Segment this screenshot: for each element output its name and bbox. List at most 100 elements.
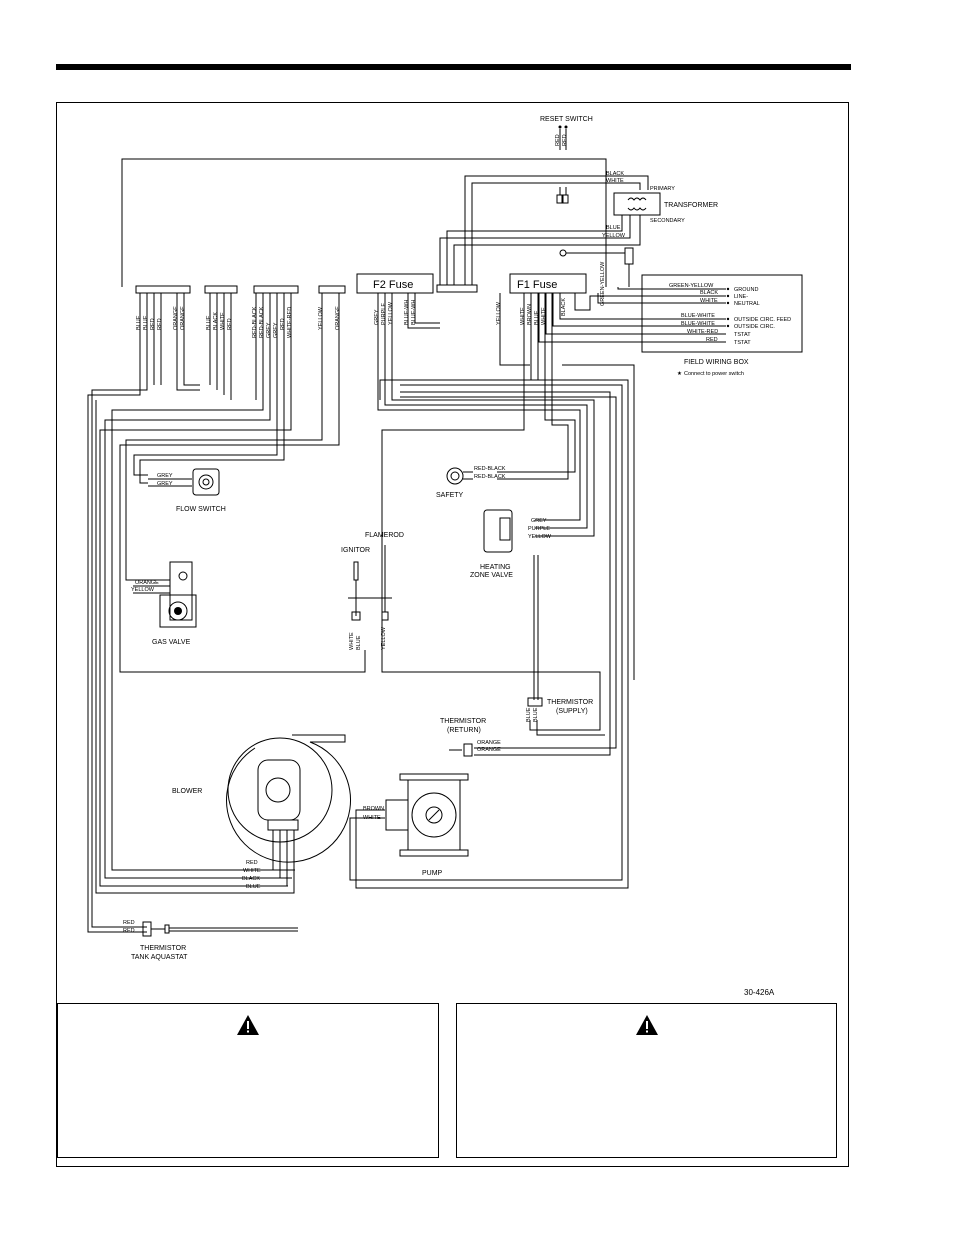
svg-text:WHITE: WHITE xyxy=(363,815,381,821)
svg-text:WHITE-RED: WHITE-RED xyxy=(287,307,293,338)
svg-text:RED: RED xyxy=(157,318,163,330)
svg-text:RED: RED xyxy=(706,337,718,343)
connector-4: YELLOW ORANGE xyxy=(318,285,346,330)
svg-text:THERMISTOR: THERMISTOR xyxy=(547,699,593,706)
svg-text:BLUE: BLUE xyxy=(246,884,261,890)
svg-text:ORANGE: ORANGE xyxy=(135,580,159,586)
svg-text:BLUE-WHITE: BLUE-WHITE xyxy=(681,313,715,319)
svg-text:ORANGE: ORANGE xyxy=(477,747,501,753)
svg-text:WHITE: WHITE xyxy=(700,298,718,304)
svg-text:TSTAT: TSTAT xyxy=(734,340,751,346)
svg-text:PURPLE: PURPLE xyxy=(528,526,550,532)
warning-box-right xyxy=(456,1003,837,1158)
svg-text:RED: RED xyxy=(150,318,156,330)
svg-text:THERMISTOR: THERMISTOR xyxy=(440,718,486,725)
svg-text:BLUE: BLUE xyxy=(206,315,212,330)
svg-text:OUTSIDE CIRC. FEED: OUTSIDE CIRC. FEED xyxy=(734,317,791,323)
transformer-connector xyxy=(436,284,478,293)
svg-text:WHITE: WHITE xyxy=(520,307,526,325)
svg-text:GREY: GREY xyxy=(266,322,272,338)
svg-text:RED: RED xyxy=(280,318,286,330)
svg-text:ORANGE: ORANGE xyxy=(173,306,179,330)
svg-text:ORANGE: ORANGE xyxy=(335,306,341,330)
svg-text:RESET SWITCH: RESET SWITCH xyxy=(540,116,593,123)
svg-text:ORANGE: ORANGE xyxy=(180,306,186,330)
svg-text:PURPLE: PURPLE xyxy=(381,303,387,325)
field-wiring-box: GREEN-YELLOW GROUND BLACK LINE- WHITE NE… xyxy=(538,274,803,377)
svg-text:(SUPPLY): (SUPPLY) xyxy=(556,708,588,715)
svg-text:WHITE: WHITE xyxy=(220,312,226,330)
pump: BROWN WHITE PUMP xyxy=(363,773,469,877)
svg-text:YELLOW: YELLOW xyxy=(496,301,502,325)
svg-text:GROUND: GROUND xyxy=(734,287,758,293)
svg-text:GREY: GREY xyxy=(374,309,380,325)
svg-text:HEATING: HEATING xyxy=(480,564,511,571)
svg-text:BLACK: BLACK xyxy=(561,298,567,316)
svg-text:RED-BLACK: RED-BLACK xyxy=(252,306,258,338)
svg-text:YELLOW: YELLOW xyxy=(318,306,324,330)
svg-text:YELLOW: YELLOW xyxy=(528,534,552,540)
safety: RED-BLACK RED-BLACK SAFETY xyxy=(436,466,506,499)
svg-text:WHITE: WHITE xyxy=(541,307,547,325)
svg-text:RED: RED xyxy=(123,928,135,934)
svg-text:GREEN-YELLOW: GREEN-YELLOW xyxy=(600,261,606,306)
figure-id: 30-426A xyxy=(744,988,775,997)
f2-fuse: F2 Fuse xyxy=(356,273,434,294)
gas-valve: ORANGE YELLOW GAS VALVE xyxy=(131,561,197,646)
svg-text:IGNITOR: IGNITOR xyxy=(341,547,370,554)
svg-text:NEUTRAL: NEUTRAL xyxy=(734,301,760,307)
svg-text:GAS VALVE: GAS VALVE xyxy=(152,639,191,646)
f1-wire-labels: YELLOW WHITE BROWN BLUE WHITE BLACK GREE… xyxy=(496,261,606,325)
svg-text:THERMISTOR: THERMISTOR xyxy=(140,945,186,952)
svg-text:ZONE VALVE: ZONE VALVE xyxy=(470,572,513,579)
warning-triangle-icon xyxy=(635,1015,658,1035)
svg-text:WHITE: WHITE xyxy=(349,632,355,650)
svg-text:BLUE: BLUE xyxy=(533,707,539,722)
svg-text:RED: RED xyxy=(562,134,568,146)
svg-text:RED: RED xyxy=(246,860,258,866)
svg-text:RED: RED xyxy=(555,134,561,146)
svg-text:BLACK: BLACK xyxy=(606,171,624,177)
svg-text:BLUE-WHITE: BLUE-WHITE xyxy=(681,321,715,327)
svg-text:BLACK: BLACK xyxy=(213,312,219,330)
diagram-frame xyxy=(56,102,849,1167)
svg-text:BLUE: BLUE xyxy=(143,315,149,330)
svg-text:F2 Fuse: F2 Fuse xyxy=(373,279,413,291)
svg-text:TRANSFORMER: TRANSFORMER xyxy=(664,202,718,209)
svg-text:(RETURN): (RETURN) xyxy=(447,727,481,734)
connector-3: RED-BLACK RED-BLACK GREY GREY RED WHITE-… xyxy=(252,285,299,338)
svg-text:ORANGE: ORANGE xyxy=(477,740,501,746)
svg-text:FLOW SWITCH: FLOW SWITCH xyxy=(176,506,226,513)
svg-text:Connect to power switch: Connect to power switch xyxy=(684,371,744,377)
svg-text:GREY: GREY xyxy=(531,518,547,524)
connector-2: BLUE BLACK WHITE RED xyxy=(204,285,238,330)
warning-triangle-icon xyxy=(237,1015,259,1035)
svg-text:BLACK: BLACK xyxy=(700,290,718,296)
f2-wire-labels: GREY PURPLE YELLOW BLUE-WH BLUE-WH xyxy=(374,300,417,325)
svg-text:RED-BLACK: RED-BLACK xyxy=(259,306,265,338)
header-rule xyxy=(56,64,851,70)
svg-text:RED: RED xyxy=(123,920,135,926)
svg-text:BLUE: BLUE xyxy=(606,225,621,231)
svg-text:RED: RED xyxy=(227,318,233,330)
svg-text:TANK AQUASTAT: TANK AQUASTAT xyxy=(131,954,188,961)
svg-text:LINE-: LINE- xyxy=(734,294,748,300)
svg-text:YELLOW: YELLOW xyxy=(381,626,387,650)
svg-text:RED-BLACK: RED-BLACK xyxy=(474,466,506,472)
svg-text:BLUE: BLUE xyxy=(356,635,362,650)
svg-text:SECONDARY: SECONDARY xyxy=(650,218,685,224)
svg-text:BROWN: BROWN xyxy=(527,304,533,325)
svg-text:BROWN: BROWN xyxy=(363,806,384,812)
svg-text:FLAMEROD: FLAMEROD xyxy=(365,532,404,539)
ignitor: IGNITOR WHITE BLUE xyxy=(341,547,392,650)
svg-text:RED-BLACK: RED-BLACK xyxy=(474,474,506,480)
svg-text:BLUE-WH: BLUE-WH xyxy=(404,300,410,325)
ground-lug xyxy=(559,247,634,287)
svg-text:BLOWER: BLOWER xyxy=(172,788,202,795)
thermistor-return: THERMISTOR (RETURN) ORANGE ORANGE xyxy=(440,718,501,757)
blower: BLOWER RED WHITE BLACK BLUE xyxy=(172,734,351,890)
svg-text:BLACK: BLACK xyxy=(242,876,260,882)
svg-text:BLUE: BLUE xyxy=(136,315,142,330)
svg-text:YELLOW: YELLOW xyxy=(131,587,155,593)
